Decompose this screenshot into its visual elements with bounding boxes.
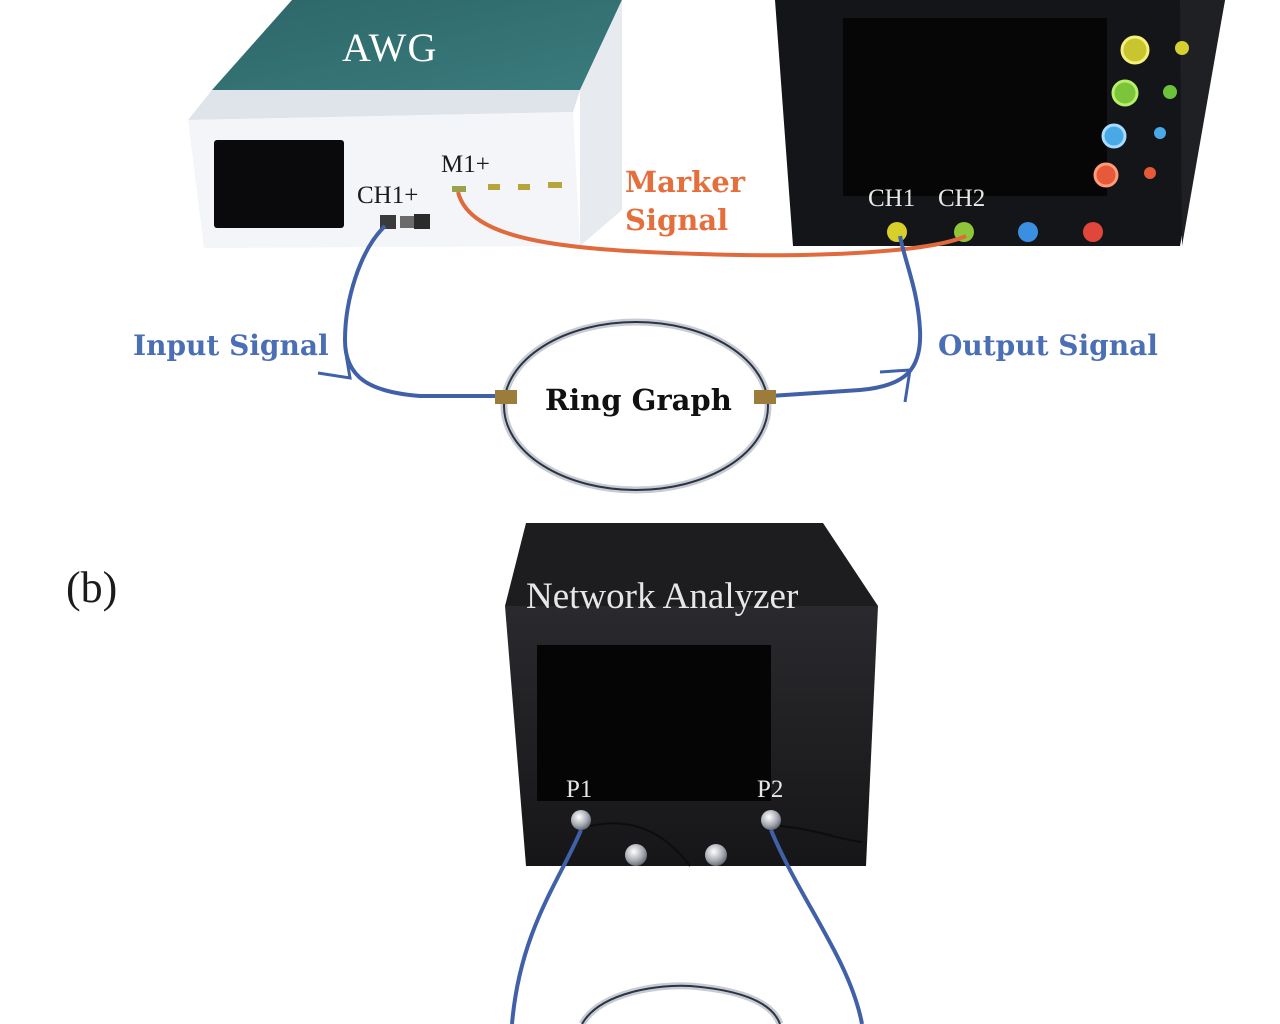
connector-icon xyxy=(495,390,517,404)
scope-side xyxy=(1180,0,1225,246)
na-port2-label: P2 xyxy=(757,776,784,803)
knob-icon xyxy=(1101,123,1127,149)
internal-cable xyxy=(589,822,691,867)
knob-icon xyxy=(1093,162,1119,188)
p1-cable xyxy=(510,829,583,1024)
output-signal-label: Output Signal xyxy=(938,329,1158,362)
arrow-icon xyxy=(879,368,912,403)
scope-ch1-label: CH1 xyxy=(868,185,916,212)
ring-graph-label: Ring Graph xyxy=(545,383,732,417)
p2-cable xyxy=(769,829,864,1024)
arrow-icon xyxy=(317,347,352,380)
scope-screen xyxy=(843,18,1107,196)
awg-ch1-label: CH1+ xyxy=(357,182,419,209)
na-screen xyxy=(537,645,771,801)
marker-cable xyxy=(456,191,967,258)
knob-icon xyxy=(1111,79,1139,107)
oscilloscope xyxy=(775,0,1225,246)
na-top-face xyxy=(505,523,878,606)
awg-side-face xyxy=(580,0,622,246)
knob-icon xyxy=(1120,35,1150,65)
awg-top-edge xyxy=(188,90,580,120)
knob-icon xyxy=(705,844,727,866)
knob-icon xyxy=(1163,85,1177,99)
scope-ch2-label: CH2 xyxy=(938,185,986,212)
connector-icon xyxy=(380,214,430,229)
output-cable xyxy=(769,235,923,398)
knob-icon xyxy=(1175,41,1189,55)
internal-cable xyxy=(779,825,863,843)
knob-icon xyxy=(1144,167,1156,179)
marker-connectors xyxy=(452,182,562,192)
ch1-connector xyxy=(887,222,907,242)
awg-marker-label: M1+ xyxy=(441,151,490,178)
knob-icon xyxy=(1154,127,1166,139)
ring-graph-b xyxy=(578,982,784,1024)
input-signal-label: Input Signal xyxy=(133,329,329,362)
knob-icon xyxy=(625,844,647,866)
p1-connector xyxy=(571,810,591,830)
ring-graph xyxy=(495,318,776,494)
network-analyzer xyxy=(505,523,878,867)
connector-icon xyxy=(754,390,776,404)
p2-connector xyxy=(761,810,781,830)
awg-instrument xyxy=(188,0,622,248)
input-cable xyxy=(342,224,505,398)
marker-signal-label: Marker Signal xyxy=(625,165,745,237)
na-port1-label: P1 xyxy=(566,776,593,803)
ch3-connector xyxy=(1018,222,1038,242)
network-analyzer-title: Network Analyzer xyxy=(526,576,799,617)
panel-b-label: (b) xyxy=(66,563,118,612)
awg-top-face xyxy=(212,0,622,90)
awg-screen xyxy=(214,140,344,228)
ch4-connector xyxy=(1083,222,1103,242)
awg-title: AWG xyxy=(342,25,438,70)
